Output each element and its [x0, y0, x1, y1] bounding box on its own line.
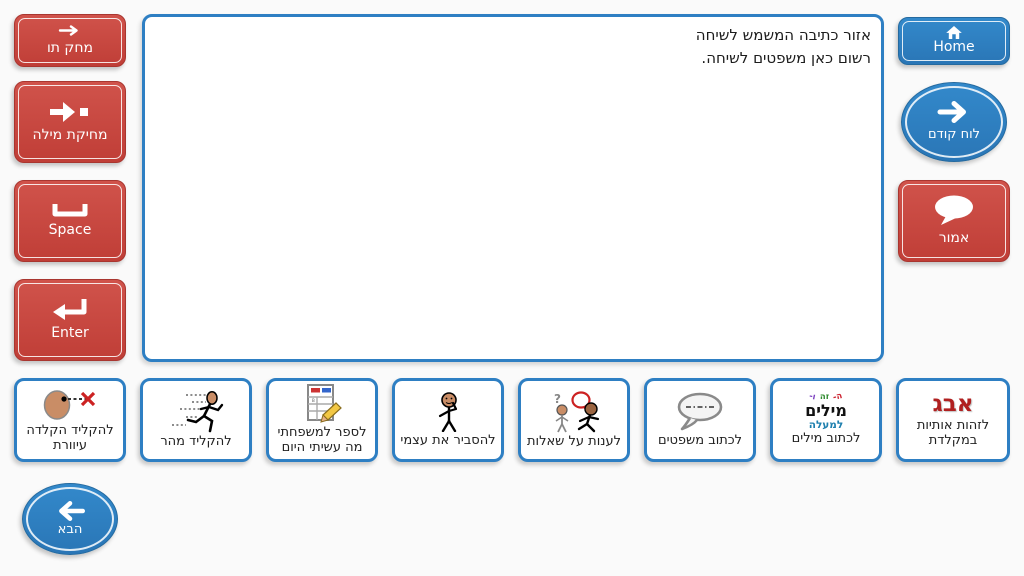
svg-text:B: B: [312, 398, 315, 403]
delete-char-label: מחק תו: [46, 39, 94, 56]
bottom-button-label: לספר למשפחתי מה עשיתי היום: [277, 425, 367, 455]
space-bar-icon: [52, 203, 88, 218]
enter-button[interactable]: Enter: [14, 279, 126, 361]
bottom-button-label: לכתוב משפטים: [657, 432, 743, 448]
bottom-button-write-sentences[interactable]: לכתוב משפטים: [644, 378, 756, 462]
previous-board-label: לוח קודם: [927, 127, 981, 143]
bottom-button-label: לזהות אותיות במקלדת: [916, 418, 990, 448]
bottom-button-label: להסביר את עצמי: [400, 432, 496, 448]
say-label: אמור: [938, 230, 970, 247]
message-hint-line2: רשום כאן משפטים לשיחה.: [701, 49, 871, 67]
blind-typing-icon: [42, 386, 98, 422]
message-hint-line1: אזור כתיבה המשמש לשיחה: [695, 26, 871, 44]
arrow-left-icon: [54, 500, 86, 521]
bottom-button-label: להקליד הקלדה עיוורת: [26, 423, 114, 453]
home-button[interactable]: Home: [898, 17, 1010, 65]
bottom-button-identify-letters[interactable]: אבג לזהות אותיות במקלדת: [896, 378, 1010, 462]
bottom-button-explain-myself[interactable]: להסביר את עצמי: [392, 378, 504, 462]
home-icon: [946, 26, 962, 40]
enter-return-icon: [51, 298, 89, 321]
delete-word-button[interactable]: מחיקת מילה: [14, 81, 126, 163]
say-button[interactable]: אמור: [898, 180, 1010, 262]
space-label: Space: [48, 222, 92, 239]
previous-board-button[interactable]: לוח קודם: [901, 82, 1007, 162]
arrow-right-to-block-icon: [49, 101, 91, 123]
sentence-bubble-icon: [675, 392, 725, 432]
words-logo-main: מילים: [805, 400, 847, 420]
bottom-button-label: לכתוב מילים: [791, 431, 861, 447]
home-label: Home: [933, 39, 975, 56]
bottom-button-touch-typing[interactable]: להקליד הקלדה עיוורת: [14, 378, 126, 462]
arrow-right-small-icon: [58, 25, 82, 36]
bottom-button-write-words[interactable]: ה- זה ו- מילים למעלה לכתוב מילים: [770, 378, 882, 462]
delete-char-button[interactable]: מחק תו: [14, 14, 126, 67]
svg-text:?: ?: [554, 392, 561, 406]
bottom-button-label: להקליד מהר: [160, 433, 232, 449]
bottom-button-answer-questions[interactable]: ? לענות על שאלות: [518, 378, 630, 462]
form-pencil-icon: B: [301, 384, 343, 424]
next-button[interactable]: הבא: [22, 483, 118, 555]
person-pointing-self-icon: [430, 391, 466, 432]
running-person-icon: [168, 390, 224, 433]
next-label: הבא: [57, 521, 83, 537]
arrow-right-icon: [937, 101, 971, 124]
words-logo-icon: ה- זה ו- מילים למעלה: [805, 391, 847, 431]
speech-bubble-icon: [933, 195, 975, 226]
bottom-button-type-fast[interactable]: להקליד מהר: [140, 378, 252, 462]
enter-label: Enter: [51, 325, 89, 342]
bottom-button-label: לענות על שאלות: [527, 433, 621, 449]
space-button[interactable]: Space: [14, 180, 126, 262]
hebrew-abc-text-icon: אבג: [932, 391, 974, 418]
words-logo-sub: למעלה: [808, 418, 844, 431]
words-logo-part2: זה: [819, 392, 830, 403]
question-answer-icon: ?: [546, 391, 602, 433]
bottom-button-tell-family[interactable]: B לספר למשפחתי מה עשיתי היום: [266, 378, 378, 462]
delete-word-label: מחיקת מילה: [32, 126, 108, 143]
message-area[interactable]: אזור כתיבה המשמש לשיחה רשום כאן משפטים ל…: [142, 14, 884, 362]
